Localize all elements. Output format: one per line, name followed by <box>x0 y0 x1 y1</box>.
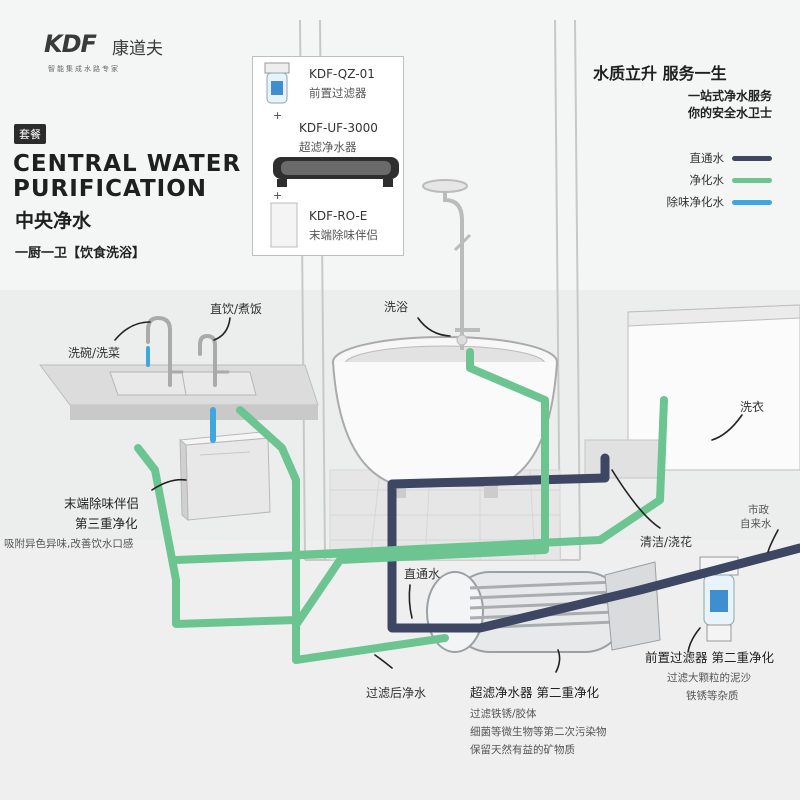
terminal-unit-illustration <box>178 431 271 522</box>
product-desc-3: 末端除味伴侣 <box>309 228 378 242</box>
product-card: KDF-QZ-01 前置过滤器 + KDF-UF-3000 超滤净水器 + KD… <box>252 56 404 256</box>
washing-machine-illustration <box>584 304 800 479</box>
title-en-line2: PURIFICATION <box>13 176 208 202</box>
slogan-main: 水质立升 服务一生 <box>593 64 727 83</box>
label-pre-title: 前置过滤器 第二重净化 <box>645 650 774 665</box>
label-uf-desc1: 过滤铁锈/胶体 <box>470 708 537 720</box>
slogan-line2: 你的安全水卫士 <box>687 106 772 120</box>
title-cn: 中央净水 <box>15 210 92 232</box>
label-drink-cook: 直饮/煮饭 <box>210 302 263 316</box>
legend-direct: 直通水 <box>689 150 772 166</box>
pre-filter-thumb-icon <box>264 62 290 104</box>
legend-swatch-direct <box>732 155 772 161</box>
uf-purifier-thumb-icon <box>273 157 399 187</box>
legend-purified: 净化水 <box>689 172 772 188</box>
label-terminal-stage: 第三重净化 <box>75 516 138 531</box>
product-name-3: KDF-RO-E <box>309 209 368 223</box>
bathtub-illustration <box>332 336 558 498</box>
plus-sign-2: + <box>273 189 283 202</box>
product-desc-2: 超滤净水器 <box>299 140 357 154</box>
slogan-line1: 一站式净水服务 <box>687 89 772 103</box>
label-shower: 洗浴 <box>384 300 409 314</box>
label-clean-water: 清洁/浇花 <box>640 535 693 549</box>
kitchen-faucet-right <box>198 333 230 387</box>
annotation-arrows <box>114 317 779 673</box>
product-desc-1: 前置过滤器 <box>309 86 367 100</box>
label-dishwash: 洗碗/洗菜 <box>68 346 121 360</box>
legend-label: 净化水 <box>689 173 725 187</box>
terminal-unit-thumb-icon <box>270 202 298 248</box>
title-en-line1: CENTRAL WATER <box>13 151 242 177</box>
legend-swatch-purified <box>732 177 772 183</box>
label-terminal-title: 末端除味伴侣 <box>64 496 140 511</box>
direct-water-pipes <box>387 453 800 633</box>
label-uf-desc2: 细菌等微生物等第二次污染物 <box>470 726 607 738</box>
subtitle: 一厨一卫【饮食洗浴】 <box>15 246 146 261</box>
label-pre-desc1: 过滤大颗粒的泥沙 <box>667 672 751 684</box>
label-filtered-water: 过滤后净水 <box>366 686 427 700</box>
product-icons <box>264 62 399 248</box>
label-terminal-desc: 吸附异色异味,改善饮水口感 <box>4 538 134 550</box>
legend-swatch-deodorized <box>732 199 772 205</box>
label-uf-desc3: 保留天然有益的矿物质 <box>470 744 575 756</box>
slogan-tagline: 一站式净水服务 你的安全水卫士 <box>612 88 772 122</box>
product-name-2: KDF-UF-3000 <box>299 121 378 135</box>
title-en: CENTRAL WATER PURIFICATION <box>13 152 241 202</box>
brand-tagline-small: 智能集成水路专家 <box>48 65 120 73</box>
plus-sign-1: + <box>273 109 283 122</box>
label-city-water-2: 自来水 <box>740 518 772 530</box>
legend-label: 除味净化水 <box>666 195 725 209</box>
label-laundry: 洗衣 <box>740 400 765 414</box>
legend-label: 直通水 <box>689 151 725 165</box>
bundle-tag: 套餐 <box>14 124 46 144</box>
label-city-water-1: 市政 <box>748 504 769 516</box>
legend-deodorized: 除味净化水 <box>666 194 772 210</box>
label-pre-desc2: 铁锈等杂质 <box>686 690 739 702</box>
label-direct-water: 直通水 <box>404 567 441 581</box>
shower-illustration <box>422 179 480 350</box>
deodorized-water-pipes <box>146 346 216 443</box>
uf-purifier-illustration <box>426 561 661 653</box>
purified-water-pipes <box>134 348 668 664</box>
product-name-1: KDF-QZ-01 <box>309 67 375 81</box>
kitchen-faucet-left <box>146 315 184 387</box>
brand-logo: KDF <box>44 30 97 58</box>
label-uf-title: 超滤净水器 第二重净化 <box>470 685 599 700</box>
brand-name-cn: 康道夫 <box>112 39 163 59</box>
